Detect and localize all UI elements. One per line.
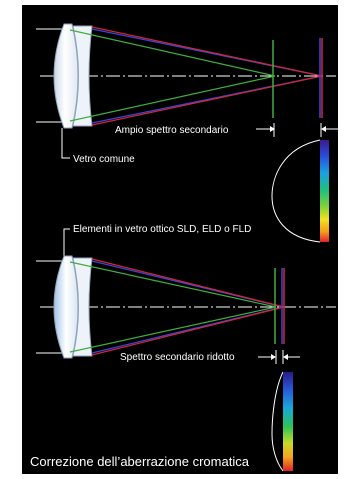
lens-special-element-1 [53, 255, 79, 359]
spectrum-arrowhead-bottom-right [283, 354, 288, 360]
lens-common-element-2 [72, 25, 93, 127]
diagram-caption: Correzione dell’aberrazione cromatica [30, 454, 250, 469]
leader-common-glass [61, 128, 70, 159]
spectrum-curve-bottom [271, 371, 284, 472]
leader-special-glass [63, 228, 70, 258]
spectrum-curve-top [271, 139, 321, 243]
ray-green-top-upper [69, 29, 276, 77]
ray-red-bottom-upper [91, 258, 285, 308]
ray-red-top-lower [91, 75, 323, 126]
lens-common-element-1 [53, 23, 79, 129]
ray-green-top-lower [69, 75, 276, 122]
lens-special-element-2 [72, 257, 93, 357]
bottom-diagram [36, 228, 336, 472]
spectrum-arrowhead-top-right [321, 126, 326, 132]
spectrum-bar-bottom [283, 372, 293, 471]
label-special-glass: Elementi in vetro ottico SLD, ELD o FLD [73, 224, 251, 235]
spectrum-arrowhead-bottom-left [271, 354, 276, 360]
ray-green-bottom-lower [69, 306, 277, 353]
label-reduced-spectrum: Spettro secondario ridotto [120, 352, 235, 363]
ray-green-bottom-upper [69, 261, 277, 308]
label-wide-spectrum: Ampio spettro secondario [115, 125, 229, 136]
top-diagram [36, 23, 338, 243]
spectrum-bar-top [320, 140, 329, 242]
ray-red-top-upper [91, 26, 323, 77]
label-common-glass: Vetro comune [73, 154, 135, 165]
ray-red-bottom-lower [91, 306, 285, 356]
spectrum-arrowhead-top-left [270, 126, 275, 132]
